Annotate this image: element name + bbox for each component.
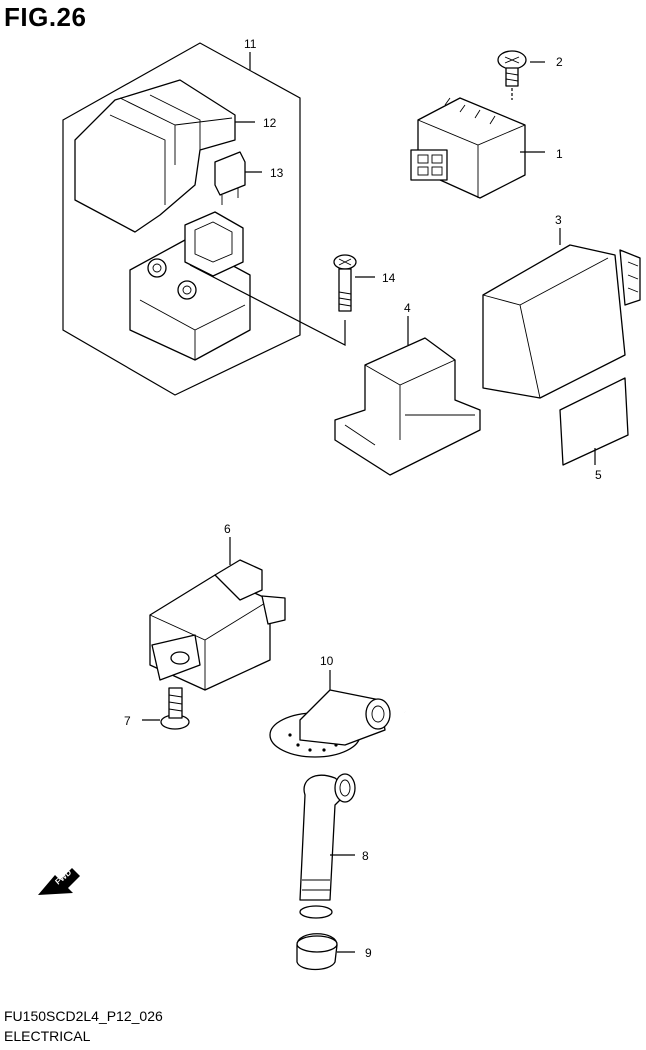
callout-11: 11 bbox=[244, 37, 257, 51]
figure-title: FIG.26 bbox=[4, 2, 87, 32]
callout-13: 13 bbox=[270, 166, 284, 180]
callout-8: 8 bbox=[362, 849, 369, 863]
plug-cap-boot bbox=[299, 773, 356, 919]
callout-14: 14 bbox=[382, 271, 396, 285]
coil-bolt bbox=[160, 687, 190, 730]
callout-4: 4 bbox=[404, 301, 411, 315]
pad bbox=[559, 377, 629, 466]
callout-9: 9 bbox=[365, 946, 372, 960]
callout-2: 2 bbox=[556, 55, 563, 69]
callout-10: 10 bbox=[320, 654, 334, 668]
callout-12: 12 bbox=[263, 116, 277, 130]
spark-plug-cap bbox=[269, 689, 391, 758]
ignition-coil bbox=[149, 500, 506, 722]
fwd-arrow-icon: FWD bbox=[38, 868, 80, 895]
callout-3: 3 bbox=[555, 213, 562, 227]
seal-ring bbox=[296, 933, 338, 971]
regulator-rectifier bbox=[410, 97, 526, 199]
callout-5: 5 bbox=[595, 468, 602, 482]
callout-7: 7 bbox=[124, 714, 131, 728]
callout-6: 6 bbox=[224, 522, 231, 536]
cdi-unit bbox=[482, 244, 641, 399]
bolt bbox=[333, 254, 357, 312]
cdi-holder bbox=[334, 337, 481, 476]
screw bbox=[497, 50, 527, 100]
callout-1: 1 bbox=[556, 147, 563, 161]
starter-relay-assembly bbox=[62, 42, 301, 396]
diagram-code: FU150SCD2L4_P12_026 bbox=[4, 1008, 163, 1024]
section-name: ELECTRICAL bbox=[4, 1028, 91, 1044]
